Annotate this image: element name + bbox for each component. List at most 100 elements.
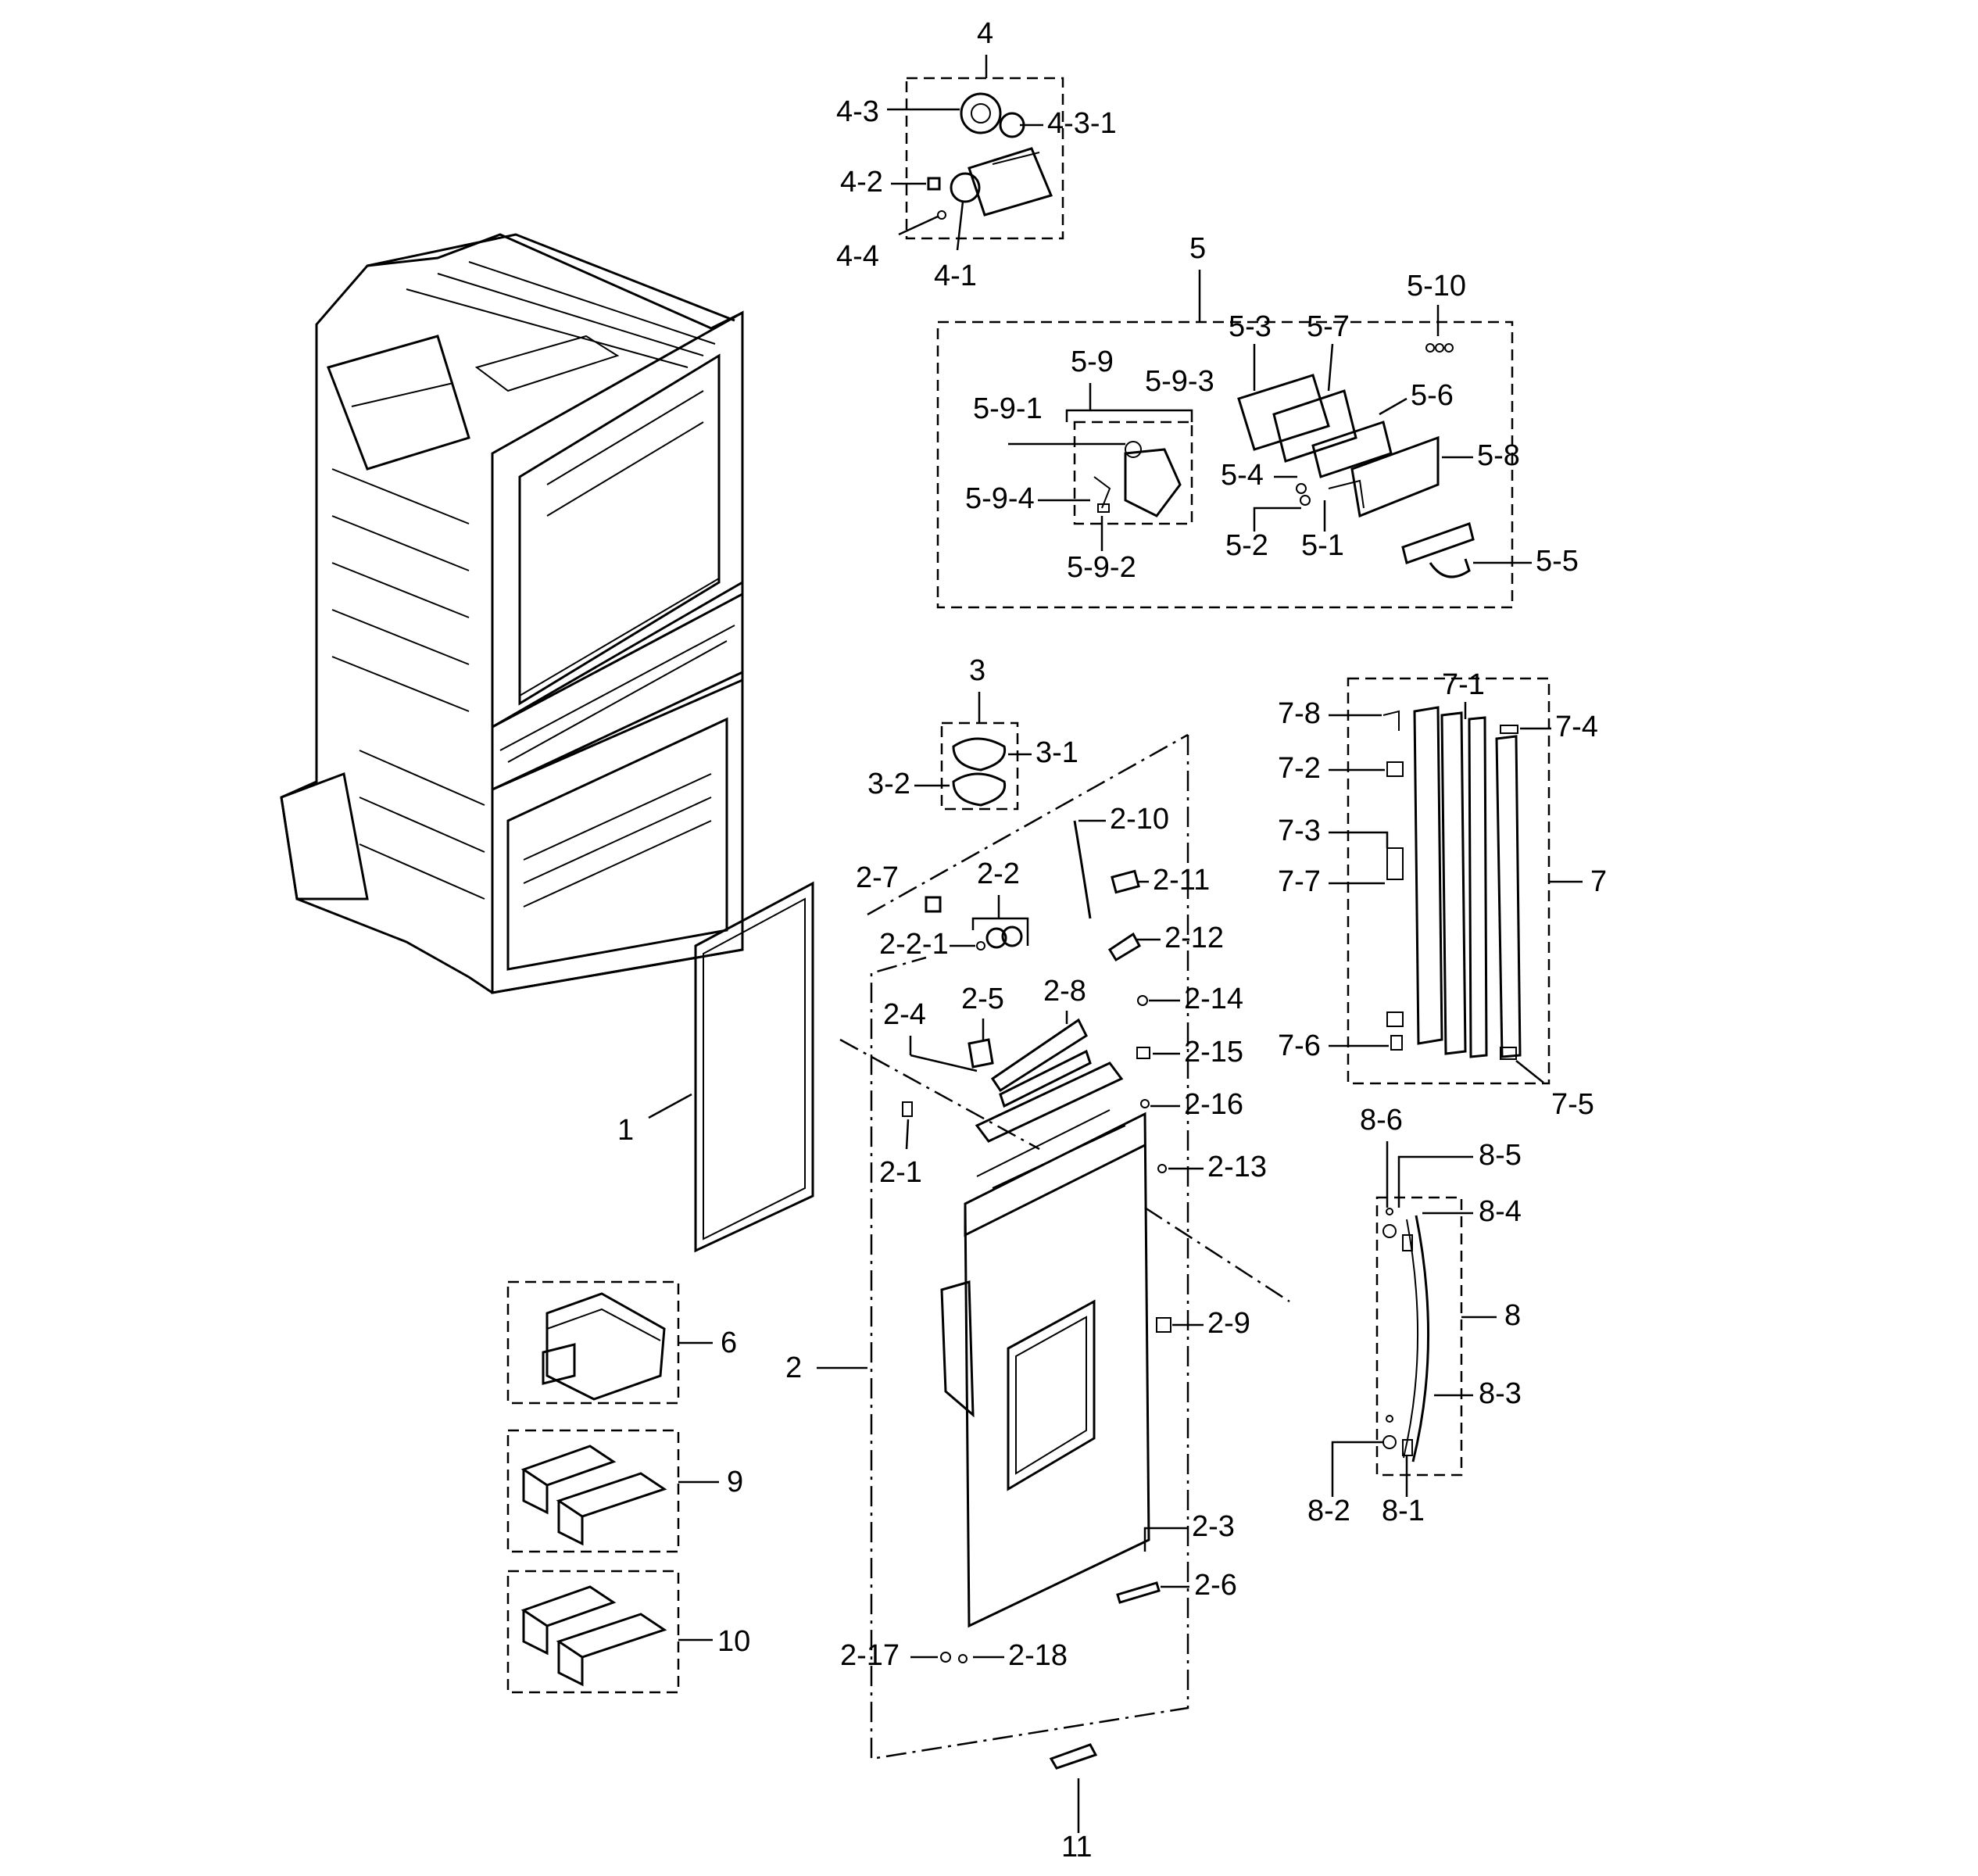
label-11: 11 [1061,1831,1092,1863]
part-2-15 [1136,1047,1150,1059]
label-7-1: 7-1 [1442,668,1485,701]
label-6: 6 [721,1326,737,1359]
label-5: 5 [1189,232,1206,265]
group-4-box [905,77,1064,240]
label-8-1: 8-1 [1382,1495,1425,1527]
label-5-1: 5-1 [1301,529,1344,562]
label-2-1: 2-1 [879,1156,922,1189]
dispenser-cover-assembly [1237,374,1475,578]
label-10: 10 [717,1625,750,1658]
label-4-3-1: 4-3-1 [1047,107,1117,140]
label-5-9-3: 5-9-3 [1145,365,1214,398]
group-10-box [506,1570,680,1694]
label-8: 8 [1504,1299,1521,1332]
label-8-3: 8-3 [1479,1377,1522,1410]
label-7-6: 7-6 [1278,1029,1321,1062]
door-hinge-strip-assembly [1382,706,1522,1060]
part-2-18 [958,1654,968,1663]
part-2-14 [1137,995,1148,1006]
label-5-3: 5-3 [1229,310,1272,343]
label-5-8: 5-8 [1477,439,1520,472]
label-2-17: 2-17 [840,1639,900,1672]
group-3-box [940,721,1019,811]
label-2-11: 2-11 [1153,864,1210,897]
label-2-15: 2-15 [1184,1036,1243,1069]
label-7-5: 7-5 [1551,1088,1594,1121]
label-2-14: 2-14 [1184,983,1243,1015]
label-7-7: 7-7 [1278,865,1321,898]
label-8-6: 8-6 [1360,1104,1403,1137]
label-2-2: 2-2 [977,857,1020,890]
label-8-2: 8-2 [1307,1495,1350,1527]
label-2-2-1: 2-2-1 [879,928,949,961]
label-5-2: 5-2 [1225,529,1268,562]
door-top-cap-parts [902,1018,1124,1143]
label-2-9: 2-9 [1207,1307,1250,1340]
group-5-9-box [1073,421,1193,525]
part-2-10-wire [1073,820,1092,919]
part-2-16 [1140,1099,1150,1108]
part-2-12 [1107,932,1141,962]
label-2-13: 2-13 [1207,1151,1267,1183]
part-2-7 [925,896,942,913]
fridge-door [940,1109,1150,1628]
label-8-5: 8-5 [1479,1139,1522,1172]
label-2-12: 2-12 [1164,922,1224,954]
door-handle-assembly [1382,1208,1430,1462]
label-2-5: 2-5 [961,983,1004,1015]
label-5-9-2: 5-9-2 [1067,551,1136,584]
label-5-9-1: 5-9-1 [973,392,1043,425]
part-2-11 [1111,869,1140,894]
door-bin-10 [520,1585,667,1687]
refrigerator-cabinet [280,233,744,994]
group-6-box [506,1280,680,1405]
group-8-box [1375,1196,1463,1477]
label-5-9-4: 5-9-4 [965,482,1035,515]
label-8-4: 8-4 [1479,1195,1522,1228]
part-2-6 [1116,1581,1161,1604]
dispenser-rubber-parts [952,737,1007,807]
door-gasket [694,881,814,1253]
label-2-18: 2-18 [1008,1639,1068,1672]
part-2-9 [1156,1317,1171,1333]
label-5-5: 5-5 [1536,545,1579,578]
label-3-1: 3-1 [1035,736,1078,769]
part-2-13 [1157,1164,1167,1173]
ice-maker-motor-assembly [927,92,1053,220]
part-11-label-strip [1049,1743,1098,1770]
label-2-4: 2-4 [883,998,926,1031]
label-2-10: 2-10 [1110,803,1169,836]
label-1: 1 [617,1114,634,1147]
label-3: 3 [969,654,985,687]
label-5-7: 5-7 [1307,310,1350,343]
label-7-8: 7-8 [1278,697,1321,730]
group-2-outline [870,735,1189,1760]
label-7-2: 7-2 [1278,752,1321,785]
label-9: 9 [727,1466,743,1498]
label-2-7: 2-7 [856,861,899,894]
door-bin-9 [520,1445,667,1546]
dispenser-lever-assembly [1093,441,1182,517]
label-2-6: 2-6 [1194,1569,1237,1602]
label-5-10: 5-10 [1407,270,1466,303]
label-4-4: 4-4 [836,240,879,273]
label-2-3: 2-3 [1192,1510,1235,1543]
label-7: 7 [1590,865,1607,898]
label-4-3: 4-3 [836,95,879,128]
label-5-4: 5-4 [1221,459,1264,492]
part-2-2 [976,925,1023,951]
label-5-6: 5-6 [1411,379,1454,412]
label-7-3: 7-3 [1278,814,1321,847]
label-4-1: 4-1 [934,260,977,292]
label-2-8: 2-8 [1043,975,1086,1008]
screws-5-10 [1425,343,1454,353]
part-2-17 [940,1652,951,1663]
label-2: 2 [785,1352,802,1384]
group-9-box [506,1429,680,1553]
label-2-16: 2-16 [1184,1088,1243,1121]
label-3-2: 3-2 [867,768,910,800]
label-5-9: 5-9 [1071,345,1114,378]
door-bin-6 [542,1292,666,1401]
label-7-4: 7-4 [1555,711,1598,743]
